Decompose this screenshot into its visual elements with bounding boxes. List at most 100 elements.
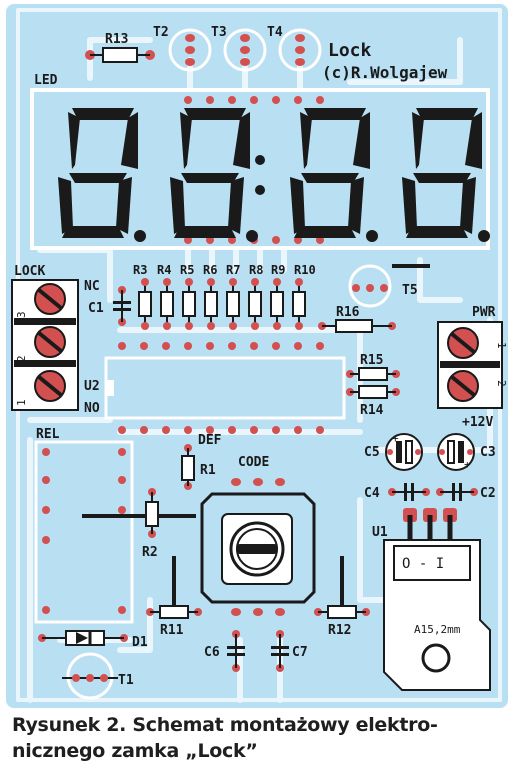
capacitor-c7: C7 [271,630,308,672]
caption-line-2: nicznego zamka „Lock” [12,740,258,762]
colon-dot-bottom [255,185,265,195]
resistor-r16: R16 [318,305,396,333]
capacitor-c2: C2 [436,483,496,501]
transistor-t3: T3 [211,25,267,72]
transistor-t1: T1 [62,652,134,700]
led-digit-2-segment-5 [170,177,185,234]
label-r1: R1 [200,463,216,478]
pwr-pin-1: 1 [495,342,508,349]
label-code: CODE [238,455,269,470]
resistor-array-r3-r10: R3 R4 R5 R6 R7 R8 R9 R10 [133,263,316,330]
led-digit-4-decimal-point [478,230,490,242]
screw-pwr-1 [447,327,479,359]
pwr-pin-2: 2 [495,380,508,387]
screw-2 [34,326,66,358]
label-pwr: PWR [472,305,496,320]
screw-1 [34,283,66,315]
label-def: DEF [198,433,222,448]
def-jumper: DEF R1 [181,433,222,490]
label-t5: T5 [402,283,418,298]
capacitor-c3: + C3 [437,433,496,471]
label-r6: R6 [203,263,217,277]
led-digit-4-segment-6 [412,112,424,169]
label-r5: R5 [180,263,194,277]
pcb-assembly-diagram: Lock (c)R.Wolgajew R13 T2 T3 T4 LED [6,4,508,708]
caption-line-1: Rysunek 2. Schemat montażowy elektro- [12,714,438,736]
label-c1: C1 [88,301,104,316]
led-digit-3-segment-2 [353,112,370,169]
label-r9: R9 [271,263,285,277]
label-r4: R4 [157,263,171,277]
led-digit-2-segment-1 [184,108,246,120]
label-t4: T4 [267,25,283,40]
label-c3: C3 [480,445,496,460]
led-digit-1-segment-5 [58,177,73,234]
label-r10: R10 [294,263,316,277]
regulator-u1: U1 O - I A15,2mm [372,508,491,691]
label-r13: R13 [105,32,128,47]
led-digit-3-segment-1 [304,108,366,120]
led-digit-1-segment-6 [68,112,80,169]
led-digit-3-segment-3 [348,177,364,234]
led-digit-4-segment-7 [413,173,471,183]
led-digit-3-segment-6 [300,112,312,169]
colon-dot-top [255,155,265,165]
label-r11: R11 [160,623,184,638]
led-digit-1-segment-1 [72,108,134,120]
c3-plus: + [464,458,471,471]
label-r12: R12 [328,623,351,638]
transistor-t2: T2 [153,25,212,72]
led-digit-4-segment-5 [402,177,417,234]
label-led: LED [34,73,58,88]
board-title: Lock [328,40,372,61]
led-digit-1-segment-7 [69,173,127,183]
led-digit-3-segment-7 [301,173,359,183]
label-r2: R2 [142,545,158,560]
resistor-r12: R12 [314,556,370,638]
label-t3: T3 [211,25,227,40]
capacitor-c5: + C5 [364,432,423,471]
label-r3: R3 [133,263,147,277]
label-c4: C4 [364,486,380,501]
label-c6: C6 [204,645,220,660]
diode-d1: D1 [38,630,148,650]
capacitor-c6: C6 [204,630,245,672]
led-digit-2-segment-2 [233,112,250,169]
label-r15: R15 [360,353,383,368]
label-r8: R8 [249,263,263,277]
lock-terminal-block: LOCK NC NO 3 2 1 [11,264,100,416]
board-author: (c)R.Wolgajew [322,63,448,82]
label-t1: T1 [118,673,134,688]
capacitor-c1: C1 [88,286,131,326]
label-u1: U1 [372,525,388,540]
lock-pin-2: 2 [15,355,28,362]
code-encoder: CODE [200,455,316,616]
led-digit-3-segment-4 [294,226,356,238]
c5-plus: + [392,432,399,445]
label-lock: LOCK [14,264,45,279]
led-digit-3-segment-5 [290,177,305,234]
resistor-r14: R14 [346,385,400,418]
seven-segment-digits [58,108,490,242]
label-c7: C7 [292,645,308,660]
led-digit-2-decimal-point [246,230,258,242]
led-digit-2-segment-3 [228,177,244,234]
relay-rel: REL [34,427,196,624]
led-digit-4-segment-1 [416,108,478,120]
pwr-terminal-block: PWR 1 2 +12V [437,305,508,430]
led-display: LED [30,73,490,250]
led-digit-1-segment-4 [62,226,124,238]
label-c2: C2 [480,486,496,501]
label-u2: U2 [84,379,100,394]
label-nc: NC [84,279,100,294]
led-digit-2-segment-6 [180,112,192,169]
label-r16: R16 [336,305,360,320]
resistor-r11: R11 [146,556,202,638]
label-pot: A15,2mm [414,623,461,636]
resistor-r2: R2 [142,488,159,560]
label-rel: REL [36,427,60,442]
screw-pwr-2 [447,370,479,402]
label-t2: T2 [153,25,169,40]
led-digit-3-decimal-point [366,230,378,242]
led-digit-4-segment-4 [406,226,468,238]
